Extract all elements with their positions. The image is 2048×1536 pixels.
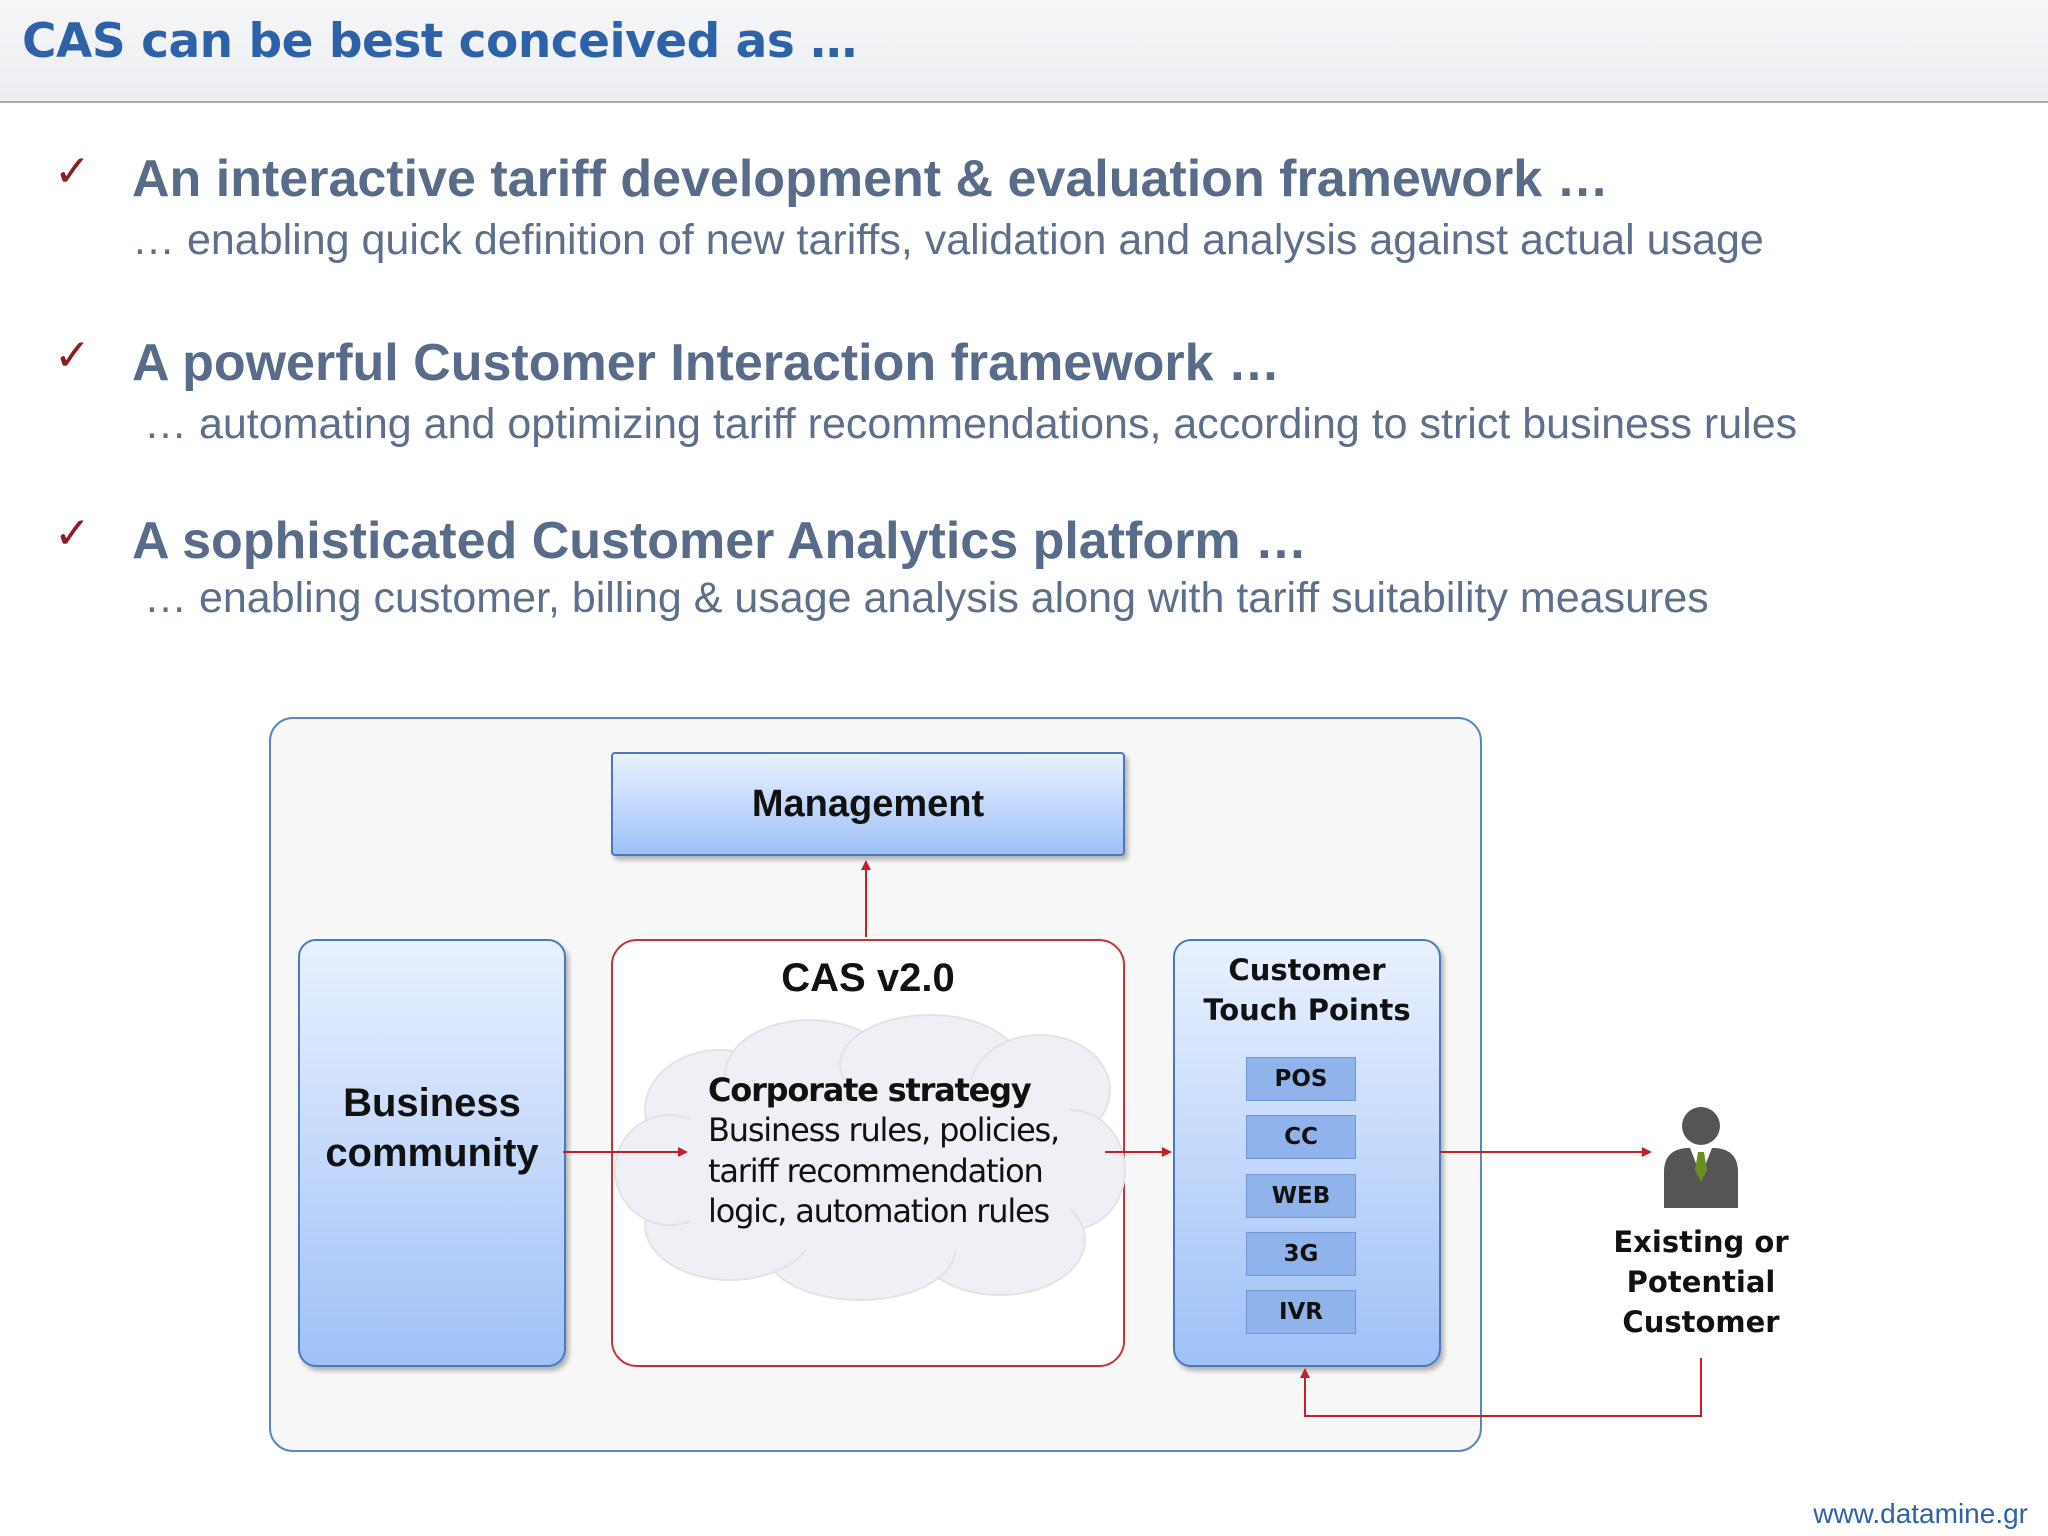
bullet-subtitle: … enabling customer, billing & usage ana… bbox=[144, 574, 1709, 622]
customer-label-line: Potential bbox=[1626, 1265, 1776, 1300]
customer-touch-points-title: Customer Touch Points bbox=[1173, 950, 1441, 1030]
business-community-label: Business community bbox=[298, 1078, 566, 1178]
touch-point-3g: 3G bbox=[1246, 1232, 1356, 1276]
checkmark-icon: ✓ bbox=[54, 146, 91, 197]
management-label: Management bbox=[751, 782, 985, 825]
customer-label-line: Existing or bbox=[1613, 1225, 1789, 1259]
business-community-label-line: Business bbox=[343, 1081, 521, 1125]
checkmark-icon: ✓ bbox=[54, 330, 91, 381]
bullet-title: A powerful Customer Interaction framewor… bbox=[132, 334, 1281, 392]
bullet-subtitle: … automating and optimizing tariff recom… bbox=[144, 400, 1798, 448]
cas-title: CAS v2.0 bbox=[781, 956, 955, 1000]
touch-point-cc: CC bbox=[1246, 1115, 1356, 1159]
footer-url: www.datamine.gr bbox=[1813, 1498, 2028, 1529]
corporate-strategy-heading: Corporate strategy bbox=[708, 1071, 1032, 1109]
customer-label-line: Customer bbox=[1622, 1305, 1780, 1340]
cloud-text-line: Business rules, policies, bbox=[708, 1111, 1060, 1150]
customer-label: Existing or Potential Customer bbox=[1608, 1222, 1794, 1342]
business-community-box bbox=[298, 939, 566, 1367]
cloud-text-line: tariff recommendation bbox=[708, 1151, 1044, 1190]
arrow-customer-to-touchpoints bbox=[1300, 1358, 1702, 1417]
touch-point-ivr: IVR bbox=[1246, 1290, 1356, 1334]
checkmark-icon: ✓ bbox=[54, 508, 91, 559]
cloud-text: Corporate strategy Business rules, polic… bbox=[708, 1070, 1108, 1231]
person-icon bbox=[1664, 1107, 1738, 1208]
business-community-label-line: community bbox=[325, 1131, 539, 1175]
bullet-subtitle: … enabling quick definition of new tarif… bbox=[132, 216, 1764, 264]
touch-points-title-line: Touch Points bbox=[1203, 993, 1411, 1028]
bullet-title: An interactive tariff development & eval… bbox=[132, 150, 1609, 208]
title-bar: CAS can be best conceived as … bbox=[0, 0, 2048, 103]
touch-points-title-line: Customer bbox=[1228, 953, 1386, 987]
cloud-text-line: logic, automation rules bbox=[708, 1191, 1050, 1230]
bullet-title: A sophisticated Customer Analytics platf… bbox=[132, 512, 1308, 570]
management-box bbox=[611, 752, 1125, 856]
touch-point-pos: POS bbox=[1246, 1057, 1356, 1101]
page-title: CAS can be best conceived as … bbox=[22, 14, 857, 69]
touch-point-web: WEB bbox=[1246, 1174, 1356, 1218]
cloud-shape bbox=[614, 1014, 1126, 1301]
